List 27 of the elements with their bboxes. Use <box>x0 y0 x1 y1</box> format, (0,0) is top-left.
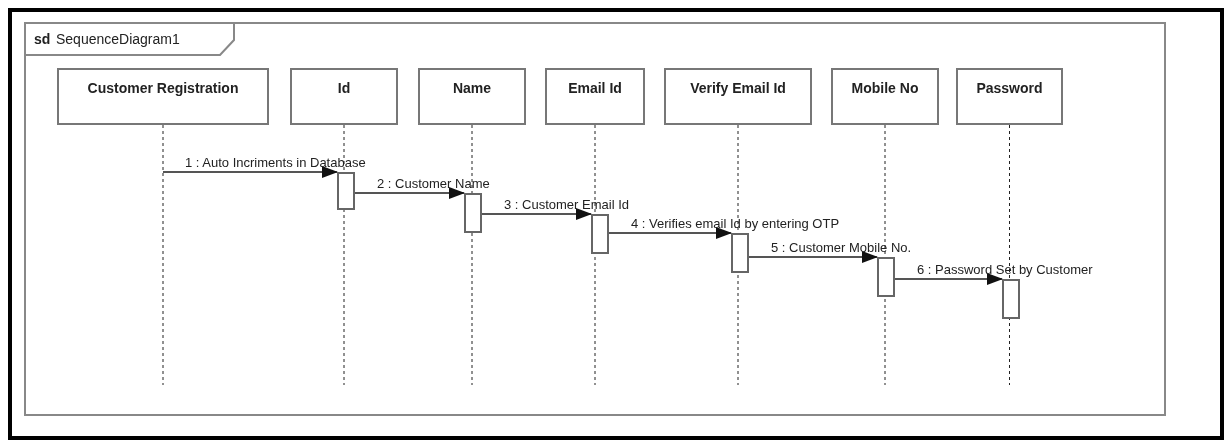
lifeline-head: Customer Registration <box>57 68 269 125</box>
activation-bar <box>337 172 355 210</box>
frame-keyword: sd <box>34 31 51 47</box>
lifeline-head: Name <box>418 68 526 125</box>
lifeline-head: Password <box>956 68 1063 125</box>
message-label: 5 : Customer Mobile No. <box>771 240 912 255</box>
message-label: 2 : Customer Name <box>377 176 490 191</box>
activation-bar <box>591 214 609 254</box>
lifeline-head: Verify Email Id <box>664 68 812 125</box>
lifeline-head: Email Id <box>545 68 645 125</box>
message-label: 6 : Password Set by Customer <box>917 262 1093 277</box>
activation-bar <box>877 257 895 297</box>
activation-bar <box>464 193 482 233</box>
frame-title: SequenceDiagram1 <box>56 31 180 47</box>
message-arrow <box>354 187 465 199</box>
message-arrow <box>894 273 1003 285</box>
message-arrow <box>748 251 878 263</box>
lifeline-head: Id <box>290 68 398 125</box>
message-label: 4 : Verifies email Id by entering OTP <box>631 216 840 231</box>
lifeline-head: Mobile No <box>831 68 939 125</box>
message-arrow <box>162 166 338 178</box>
message-arrow <box>481 208 592 220</box>
message-label: 3 : Customer Email Id <box>504 197 629 212</box>
message-arrow <box>608 227 732 239</box>
message-label: 1 : Auto Incriments in Database <box>185 155 366 170</box>
activation-bar <box>731 233 749 273</box>
activation-bar <box>1002 279 1020 319</box>
